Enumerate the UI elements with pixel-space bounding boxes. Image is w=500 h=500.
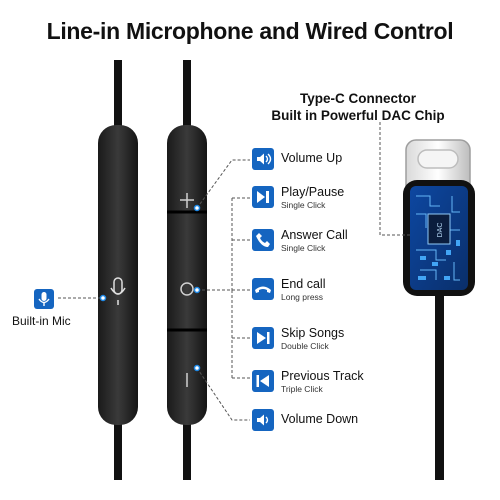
feature-label: Answer Call <box>281 228 348 242</box>
volume-down-icon <box>252 409 274 431</box>
feature-sub: Triple Click <box>281 384 323 394</box>
chip-label: DAC <box>437 223 444 238</box>
feature-label: End call <box>281 277 326 291</box>
connector-cable <box>435 290 444 480</box>
mic-module <box>98 125 138 425</box>
page-title: Line-in Microphone and Wired Control <box>46 18 454 44</box>
skip-forward-icon <box>252 327 274 349</box>
feature-sub: Single Click <box>281 243 326 253</box>
feature-sub: Long press <box>281 292 324 302</box>
volume-up-icon <box>252 148 274 170</box>
feature-sub: Single Click <box>281 200 326 210</box>
type-c-connector: DAC <box>403 139 475 296</box>
feature-label: Skip Songs <box>281 326 345 340</box>
phone-hangup-icon <box>252 278 274 300</box>
connector-label-line2: Built in Powerful DAC Chip <box>271 108 445 123</box>
feature-label: Volume Down <box>281 412 359 426</box>
skip-back-icon <box>252 370 274 392</box>
feature-sub: Double Click <box>281 341 329 351</box>
play-pause-icon <box>252 186 274 208</box>
connector-label-line1: Type-C Connector <box>299 91 416 106</box>
mic-label: Built-in Mic <box>12 314 71 328</box>
microphone-icon <box>34 289 54 309</box>
feature-label: Play/Pause <box>281 185 345 199</box>
feature-label: Volume Up <box>281 151 343 165</box>
phone-answer-icon <box>252 229 274 251</box>
control-remote <box>167 125 207 425</box>
feature-label: Previous Track <box>281 369 364 383</box>
